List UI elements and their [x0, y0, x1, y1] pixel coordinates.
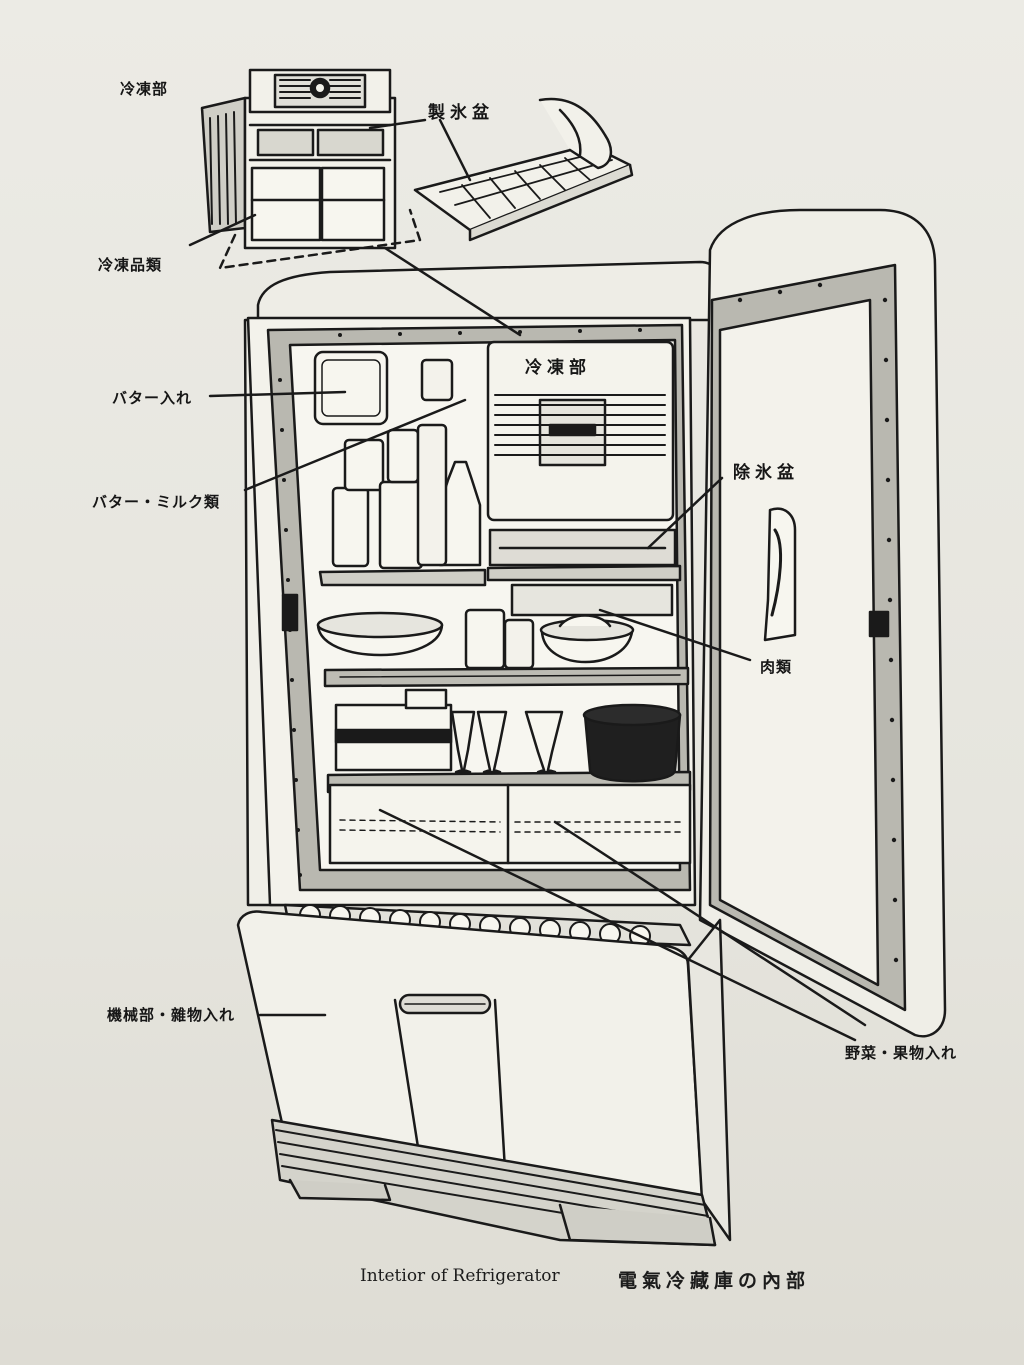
caption-japanese: 電氣冷藏庫の內部 — [618, 1270, 811, 1292]
label-butter-milk: バター・ミルク類 — [92, 493, 221, 511]
label-meat: 肉類 — [760, 658, 793, 676]
crisper-drawer — [328, 783, 692, 865]
leader-lines — [188, 118, 867, 1042]
label-freezer-inner: 冷凍部 — [525, 358, 591, 378]
upper-shelf — [318, 358, 682, 587]
label-ice-tray: 製氷盆 — [428, 103, 494, 123]
inner-freezer-compartment — [486, 340, 677, 567]
butter-case-drawing — [313, 350, 389, 426]
label-butter-case: バター入れ — [112, 389, 193, 407]
ice-tray-inset — [413, 97, 634, 242]
label-machine-storage: 機械部・雜物入れ — [107, 1006, 236, 1024]
caption-english: Intetior of Refrigerator — [360, 1266, 560, 1286]
label-defrost-tray: 除氷盆 — [733, 463, 799, 483]
lower-shelf — [326, 688, 692, 794]
freezer-unit-inset — [200, 68, 422, 270]
label-vegetable-fruit: 野菜・果物入れ — [845, 1044, 958, 1062]
middle-shelf — [316, 583, 690, 688]
label-freezer-top: 冷凍部 — [120, 80, 169, 98]
label-frozen-foods: 冷凍品類 — [98, 256, 163, 274]
refrigerator-door — [698, 208, 947, 1038]
machine-compartment — [236, 903, 732, 1247]
